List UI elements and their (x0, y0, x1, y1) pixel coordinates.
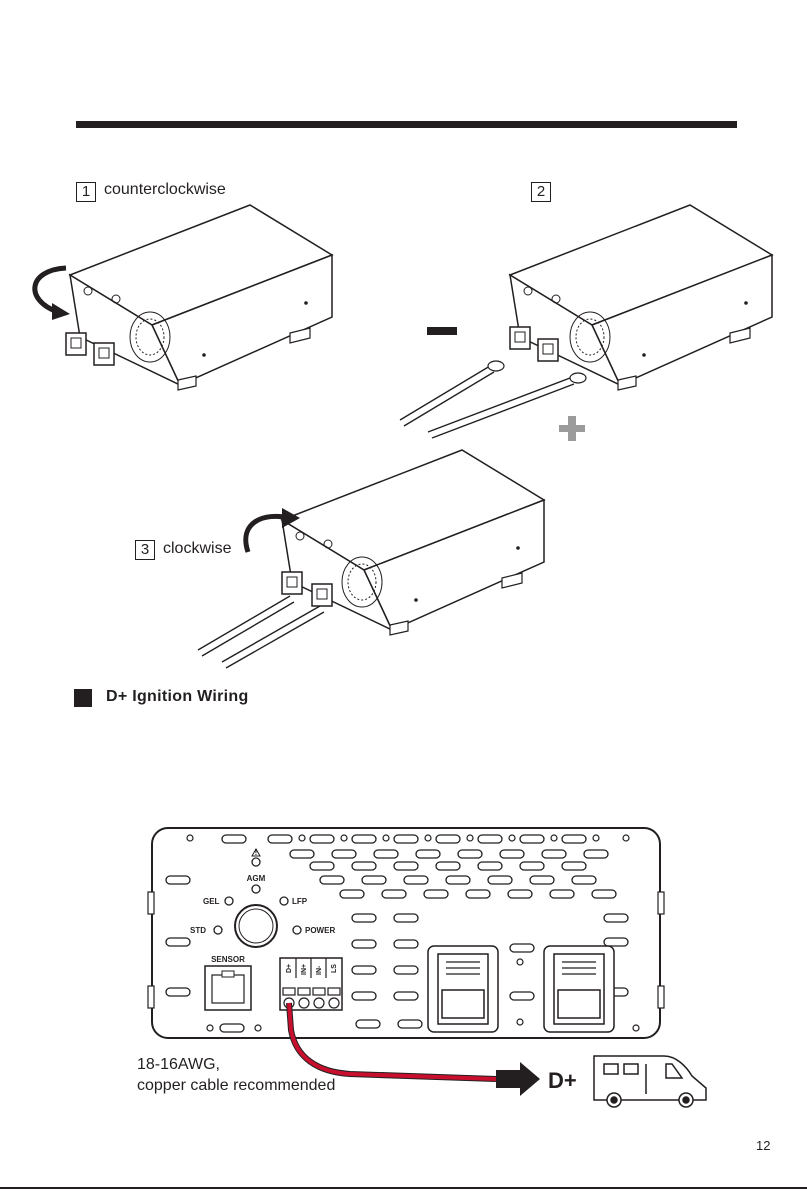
agm-label: AGM (247, 874, 266, 883)
ccw-arrow-icon (35, 268, 66, 312)
device-2 (510, 205, 772, 390)
minus-sign-icon (427, 327, 457, 335)
section-title: D+ Ignition Wiring (106, 688, 249, 706)
device-1 (66, 205, 332, 390)
charger-panel: ! AGM GEL LFP STD POWER SENSOR D+ IN+ IN… (148, 828, 664, 1038)
right-arrow-icon (496, 1062, 540, 1096)
cable-note: 18-16AWG, copper cable recommended (137, 1054, 335, 1096)
device-3 (282, 450, 544, 635)
cable-note-line1: 18-16AWG, (137, 1054, 335, 1075)
page-number: 12 (756, 1138, 770, 1153)
section-marker (74, 689, 92, 707)
ccw-arrowhead-icon (52, 303, 70, 320)
std-label: STD (190, 926, 206, 935)
van-icon (594, 1056, 706, 1107)
terminal-label-ls: LS (331, 964, 338, 973)
power-label: POWER (305, 926, 335, 935)
terminal-label-in-minus: IN- (316, 965, 323, 975)
warning-icon: ! (255, 848, 258, 857)
sensor-label: SENSOR (211, 955, 245, 964)
footer-rule (0, 1187, 807, 1189)
lfp-label: LFP (292, 897, 308, 906)
dplus-label: D+ (548, 1068, 577, 1094)
gel-label: GEL (203, 897, 220, 906)
terminal-label-in-plus: IN+ (301, 964, 308, 975)
terminal-label-dplus: D+ (286, 964, 293, 973)
cable-note-line2: copper cable recommended (137, 1075, 335, 1096)
